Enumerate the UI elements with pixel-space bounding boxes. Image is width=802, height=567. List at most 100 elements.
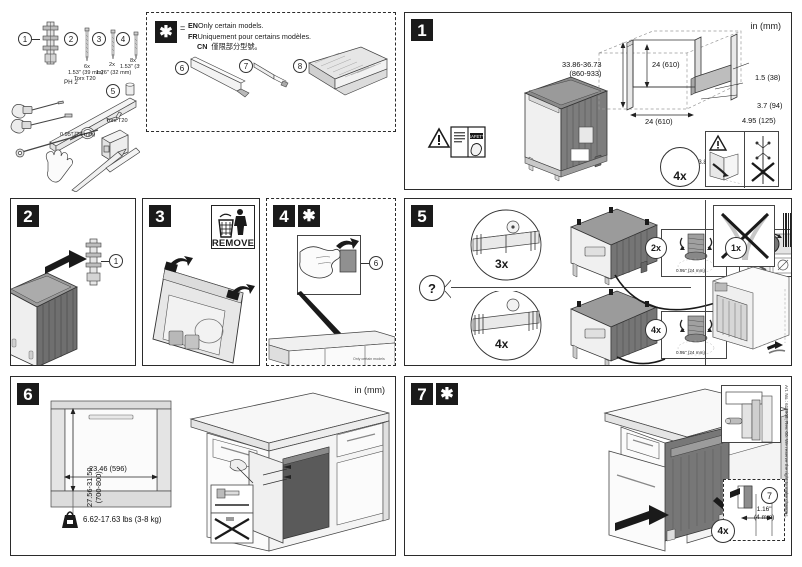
step-4-number: 4 [273, 205, 295, 227]
hex-key-label: Torx T20 [106, 118, 128, 124]
tools-illustration [10, 97, 140, 192]
step-5-question-bubble: ? [419, 275, 445, 301]
part-callout-3: 3 [92, 32, 106, 46]
dim-niche-height: 33.86-36.73(860-933) [562, 60, 602, 78]
step-2-callout-1: 1 [109, 254, 123, 268]
legend-text-fr: Uniquement pour certains modèles. [197, 31, 312, 41]
step-2-bracket-part [85, 238, 102, 286]
asterisk-badge-icon: ✱ [155, 21, 177, 43]
part-callout-7: 7 [239, 59, 253, 73]
svg-text:SAFETY: SAFETY [468, 134, 484, 139]
step-4-panel: 4 ✱ 6 Only certain models [266, 198, 396, 366]
screwdriver-label: PH 2 [64, 79, 78, 86]
part-3-spec: 1.26" (32 mm) [96, 70, 132, 76]
step-6-panel: 6 in (mm) 27.56- [10, 376, 396, 556]
step-3-panel: 3 REMOVE [142, 198, 260, 366]
part-2-qty: 6x [84, 64, 90, 70]
step-6-cabinet-perspective [189, 392, 390, 552]
step-3-number: 3 [149, 205, 171, 227]
part-5-cap-icon [125, 82, 135, 96]
step-1-number: 1 [411, 19, 433, 41]
step-6-front-elevation [50, 400, 172, 515]
step-2-appliance-corner [11, 272, 78, 365]
panel-fixing-detail [725, 391, 773, 443]
variant-a-qty: 3x [495, 257, 509, 271]
torque-label-top: 0.95" (24 mm) [676, 268, 705, 273]
step-5-number: 5 [411, 205, 433, 227]
weight-icon [62, 511, 78, 528]
step-5-cabinet-rear-view [712, 266, 790, 354]
dim-niche-depth-bottom: 24 (610) [645, 117, 673, 126]
step-1-units: in (mm) [750, 21, 782, 31]
step-6-units: in (mm) [354, 385, 386, 395]
dim-toe-height: 4.95 (125) [742, 116, 776, 125]
safety-manual-icon: SAFETY [427, 126, 486, 158]
part-4-qty: 8x [130, 58, 136, 64]
part-4-spec: 1.53" (39 mm) [120, 64, 140, 70]
part-2-screw-icon [84, 27, 90, 62]
variant-a-circle [470, 209, 542, 281]
variant-b-circle [470, 291, 542, 361]
step-5-appliance-top [570, 207, 658, 286]
screw-thread-bottom-icon [677, 315, 715, 356]
step-7-number: 7 [411, 383, 433, 405]
part-2-driver: Torx T20 [74, 76, 96, 82]
step-4-callout-6: 6 [369, 256, 383, 270]
step-7-asterisk-badge-icon: ✱ [436, 383, 458, 405]
step-5-forbidden-inset [713, 205, 775, 267]
part-3-qty: 2x [109, 62, 115, 68]
no-bend-hose-icon [720, 212, 770, 261]
step-5-screw-qty-bottom: 4x [645, 319, 667, 341]
part-callout-8: 8 [293, 59, 307, 73]
legend-lang-fr: FR [188, 31, 198, 41]
gap-detail-illustration [730, 485, 774, 536]
part-callout-5: 5 [106, 84, 120, 98]
step-5-tool-qty: 1x [725, 237, 747, 259]
article-number-note: Art. No.: 612908, Rev. 00. We reserve th… [784, 385, 789, 518]
step-2-number: 2 [17, 205, 39, 227]
part-2-spec: 1.53" (39 mm) [68, 70, 104, 76]
dim-door-width: 23.46 (596) [89, 464, 127, 473]
step-7-callout-7: 7 [761, 487, 778, 504]
step-5-variant-a: 3x [451, 209, 561, 281]
variant-b-qty: 4x [495, 337, 509, 351]
remove-caption: REMOVE [211, 238, 255, 249]
legend-lang-cn: CN [197, 42, 208, 52]
step-5-appliance-bottom [570, 289, 658, 365]
part-callout-4: 4 [116, 32, 130, 46]
dim-niche-depth-top: 24 (610) [652, 60, 680, 69]
step-4-asterisk-badge-icon: ✱ [298, 205, 320, 227]
cabinet-niche-diagram [598, 30, 750, 118]
wall-bracket-detail [709, 151, 743, 185]
trash-person-icon [218, 209, 247, 238]
step-3-door-illustration [152, 256, 255, 364]
step-2-panel: 2 1 [10, 198, 136, 366]
dim-toe-depth: 3.7 (94) [757, 101, 783, 110]
step-5-variant-b: 4x [451, 291, 561, 363]
part-callout-1: 1 [18, 32, 32, 46]
remove-icon-box: REMOVE [211, 205, 255, 249]
torque-label-bottom: 0.95" (24 mm) [676, 350, 705, 355]
step-6-number: 6 [17, 383, 39, 405]
equals-sign: = [180, 23, 186, 33]
part-3-screw-icon [110, 29, 116, 60]
step-5-screw-qty-top: 2x [645, 237, 667, 259]
step-4-countertop-section [268, 330, 395, 365]
step-5-barcode [783, 213, 791, 247]
legend-text-en: Only certain models. [198, 21, 264, 30]
parts-and-tools-panel: 1 2 6x 1.53" (39 mm) Torx T20 3 [8, 10, 140, 192]
warning-triangle-icon [708, 134, 728, 151]
step-4-leader-line [297, 291, 341, 337]
part-callout-2: 2 [64, 32, 78, 46]
legend-lang-en: EN [188, 21, 198, 30]
part-6-strip-icon [190, 56, 250, 98]
wrench-size-label: 0.95" (24 mm) [60, 132, 96, 138]
step-7-qty-bubble: 4x [711, 519, 735, 543]
gap-dimension: 1.16"(4 mm) [754, 506, 775, 521]
step-4-footnote: Only certain models [353, 357, 385, 361]
legend-text-lines: ENOnly certain models. FRUniquement pour… [188, 21, 311, 53]
part-4-screw-icon [133, 31, 139, 60]
step-1-panel: 1 in (mm) SAFETY [404, 12, 792, 190]
dim-panel-thickness: 1.5 (38) [755, 73, 781, 82]
